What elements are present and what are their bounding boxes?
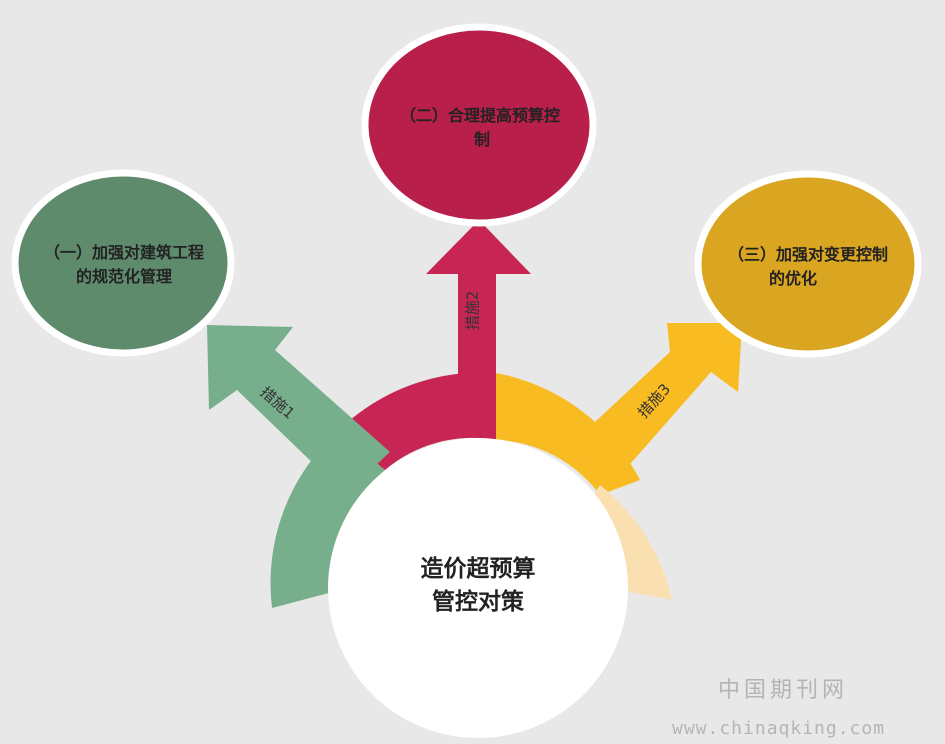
node-measure3-label: （三）加强对变更控制 的优化 [715, 243, 901, 291]
arrow-measure3-shape [565, 323, 742, 487]
watermark-url: www.chinaqking.com [672, 718, 886, 739]
arrow-measure1-shape [207, 325, 390, 494]
center-label-line2: 管控对策 [432, 589, 524, 615]
center-label: 造价超预算 管控对策 [388, 553, 568, 619]
arrow-measure2-label: 措施2 [463, 290, 482, 331]
node-measure1-line1: （一）加强对建筑工程 [43, 243, 204, 262]
node-measure1-label: （一）加强对建筑工程 的规范化管理 [30, 241, 218, 289]
node-measure2 [361, 23, 597, 227]
node-measure1 [11, 169, 235, 357]
watermark-name: 中国期刊网 [718, 678, 849, 703]
node-measure3 [694, 170, 922, 358]
node-measure1-line2: 的规范化管理 [75, 267, 172, 286]
center-circle [328, 438, 628, 738]
center-label-line1: 造价超预算 [420, 556, 536, 582]
arrow-measure2-shape [426, 220, 531, 380]
node-measure3-line2: 的优化 [769, 269, 818, 288]
node-measure3-line1: （三）加强对变更控制 [727, 245, 888, 264]
node-measure2-line2: 制 [474, 130, 491, 149]
arc-segment-light [590, 485, 672, 600]
node-measure2-line1: （二）合理提高预算控 [399, 106, 560, 125]
node-measure2-label: （二）合理提高预算控 制 [382, 104, 578, 152]
